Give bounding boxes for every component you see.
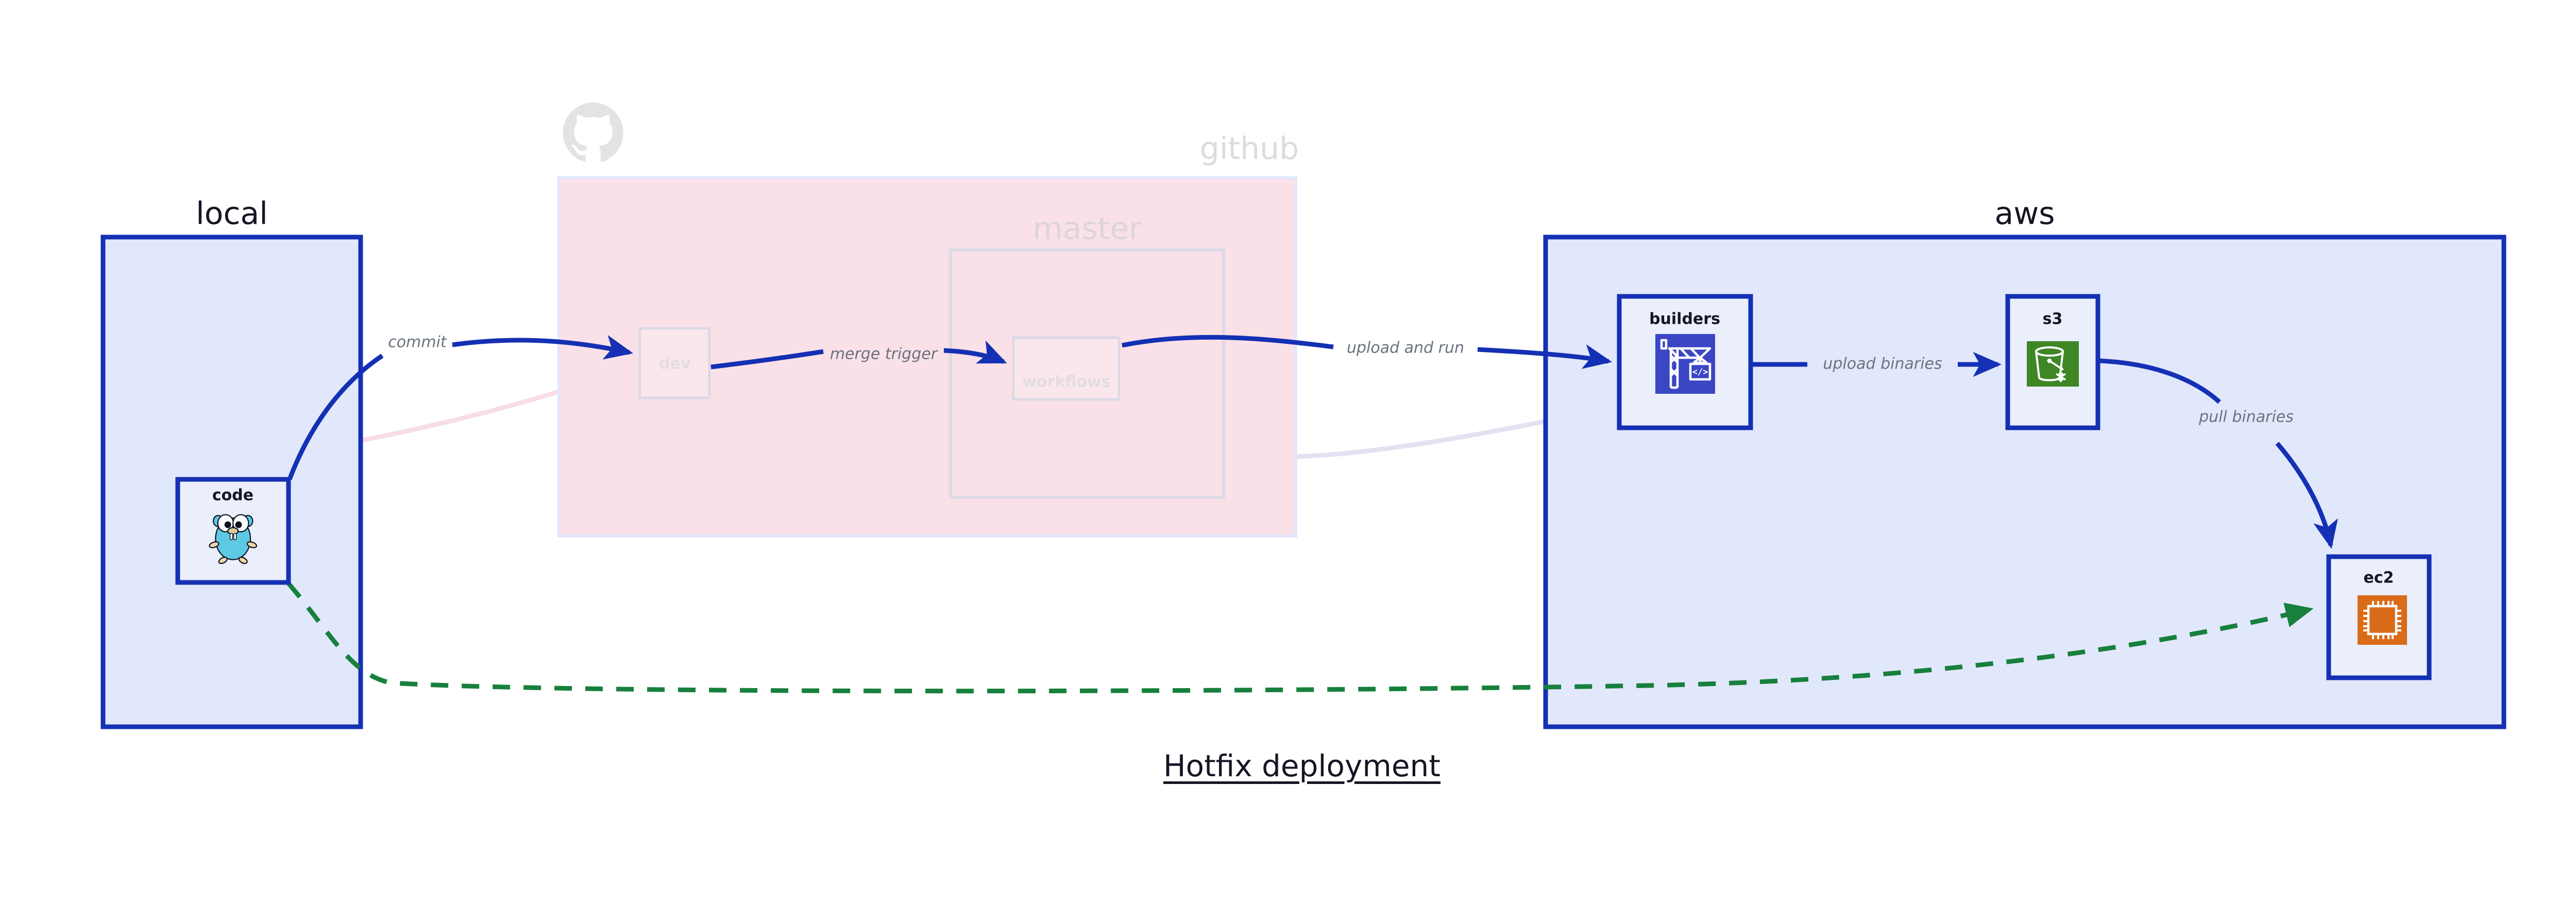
node-dev[interactable]: dev bbox=[638, 327, 711, 399]
edge-builders-s3: upload binaries bbox=[1753, 352, 2002, 377]
go-gopher-icon bbox=[209, 514, 258, 564]
node-ec2[interactable]: ec2 bbox=[2326, 554, 2432, 680]
edge-code-dev: commit bbox=[287, 333, 634, 480]
node-code-label: code bbox=[212, 487, 253, 505]
node-workflows[interactable]: workflows bbox=[1012, 336, 1121, 401]
node-builders-label: builders bbox=[1649, 310, 1720, 328]
github-octocat-icon bbox=[563, 103, 623, 162]
edge-dev-workflows: merge trigger bbox=[710, 340, 1007, 370]
edge-label-upload-and-run: upload and run bbox=[1347, 339, 1464, 357]
cluster-github: github bbox=[557, 103, 1299, 538]
aws-codebuild-crane-icon: </> bbox=[1655, 334, 1715, 394]
node-code[interactable]: code bbox=[175, 477, 291, 585]
cluster-github-label: github bbox=[1200, 131, 1299, 167]
edge-workflows-builders: upload and run bbox=[1122, 335, 1613, 369]
edge-code-ec2 bbox=[286, 582, 2314, 694]
aws-s3-bucket-snowflake-icon bbox=[2027, 341, 2079, 387]
edge-label-commit: commit bbox=[388, 333, 447, 352]
svg-text:</>: </> bbox=[1692, 367, 1708, 377]
diagram-title: Hotfix deployment bbox=[1163, 748, 1441, 783]
node-s3-label: s3 bbox=[2043, 310, 2063, 328]
cluster-local-label: local bbox=[196, 196, 268, 232]
edge-label-merge-trigger: merge trigger bbox=[830, 345, 938, 363]
node-builders[interactable]: builders </> bbox=[1617, 294, 1753, 430]
cluster-master-label: master bbox=[1032, 211, 1142, 247]
edge-label-upload-binaries: upload binaries bbox=[1823, 355, 1942, 373]
edge-s3-ec2: pull binaries bbox=[2099, 358, 2338, 549]
node-s3[interactable]: s3 bbox=[2005, 294, 2100, 430]
aws-ec2-chip-icon bbox=[2358, 595, 2407, 645]
cluster-master: master bbox=[949, 211, 1225, 499]
edge-label-pull-binaries: pull binaries bbox=[2198, 408, 2294, 426]
node-dev-label: dev bbox=[659, 355, 691, 373]
cluster-aws-label: aws bbox=[1994, 196, 2055, 232]
node-workflows-label: workflows bbox=[1022, 373, 1111, 391]
node-ec2-label: ec2 bbox=[2363, 569, 2394, 587]
